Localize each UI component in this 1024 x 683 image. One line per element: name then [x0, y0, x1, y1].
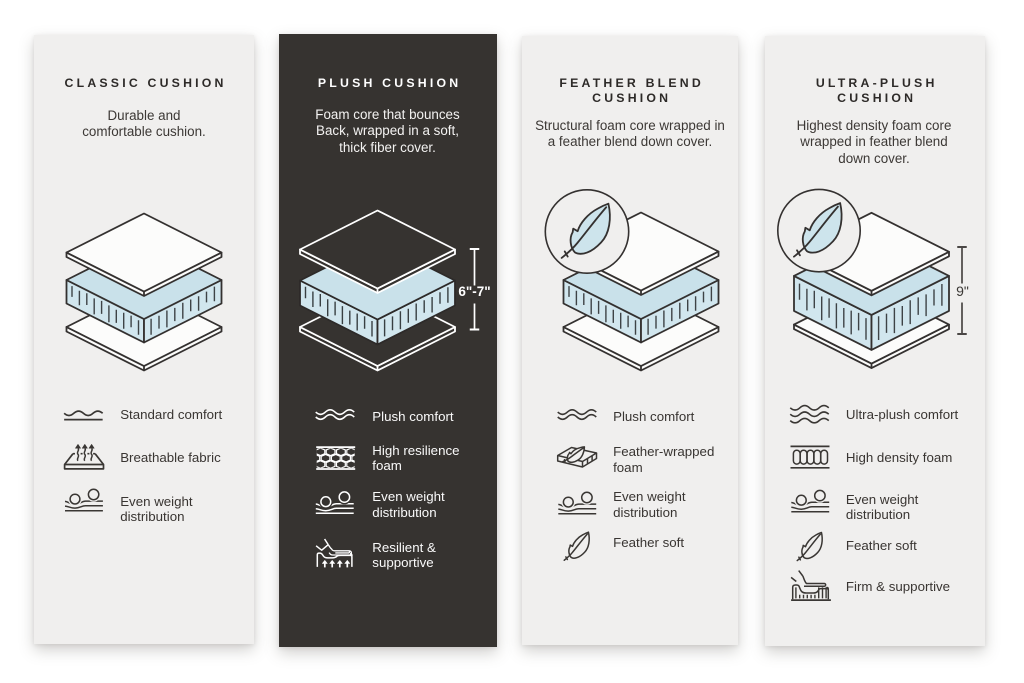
svg-text:6"-7": 6"-7" [458, 284, 490, 299]
svg-text:9": 9" [956, 283, 969, 299]
